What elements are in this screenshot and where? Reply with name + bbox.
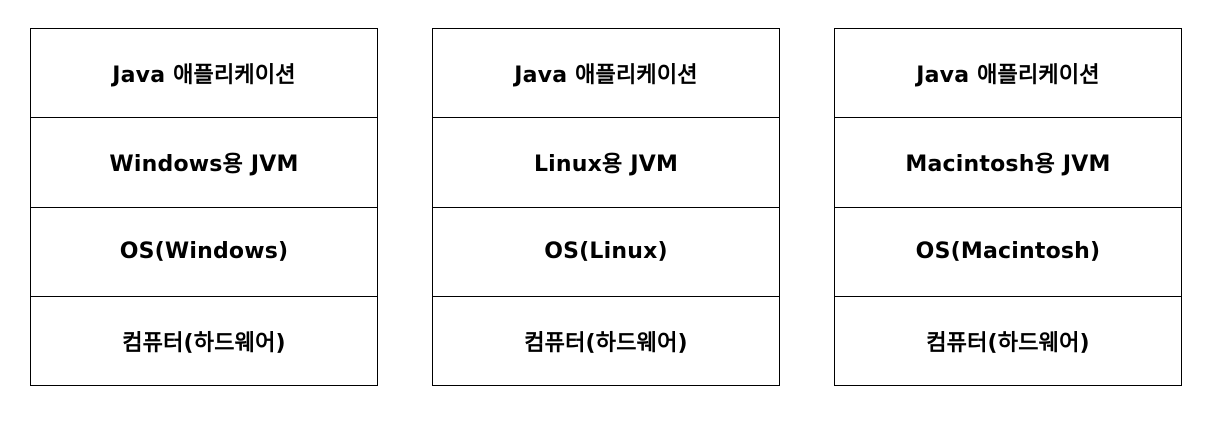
application-layer-label: Java 애플리케이션 <box>112 63 296 89</box>
application-layer-label: Java 애플리케이션 <box>514 63 698 89</box>
linux-stack: Java 애플리케이션 Linux용 JVM OS(Linux) 컴퓨터(하드웨… <box>432 28 780 386</box>
hardware-layer: 컴퓨터(하드웨어) <box>835 297 1181 385</box>
hardware-layer: 컴퓨터(하드웨어) <box>433 297 779 385</box>
hardware-layer-label: 컴퓨터(하드웨어) <box>122 330 286 356</box>
hardware-layer: 컴퓨터(하드웨어) <box>31 297 377 385</box>
os-layer: OS(Macintosh) <box>835 208 1181 297</box>
application-layer: Java 애플리케이션 <box>835 29 1181 119</box>
jvm-layer: Linux용 JVM <box>433 118 779 208</box>
os-layer-label: OS(Windows) <box>119 239 289 265</box>
application-layer-label: Java 애플리케이션 <box>916 63 1100 89</box>
os-layer-label: OS(Macintosh) <box>915 239 1101 265</box>
windows-stack: Java 애플리케이션 Windows용 JVM OS(Windows) 컴퓨터… <box>30 28 378 386</box>
os-layer: OS(Linux) <box>433 208 779 297</box>
application-layer: Java 애플리케이션 <box>31 29 377 119</box>
jvm-layer-label: Macintosh용 JVM <box>905 152 1111 178</box>
hardware-layer-label: 컴퓨터(하드웨어) <box>926 330 1090 356</box>
hardware-layer-label: 컴퓨터(하드웨어) <box>524 330 688 356</box>
jvm-layer-label: Linux용 JVM <box>533 152 679 178</box>
macintosh-stack: Java 애플리케이션 Macintosh용 JVM OS(Macintosh)… <box>834 28 1182 386</box>
jvm-layer: Windows용 JVM <box>31 118 377 208</box>
jvm-layer-label: Windows용 JVM <box>109 152 299 178</box>
application-layer: Java 애플리케이션 <box>433 29 779 119</box>
os-layer: OS(Windows) <box>31 208 377 297</box>
os-layer-label: OS(Linux) <box>544 239 668 265</box>
jvm-layer: Macintosh용 JVM <box>835 118 1181 208</box>
